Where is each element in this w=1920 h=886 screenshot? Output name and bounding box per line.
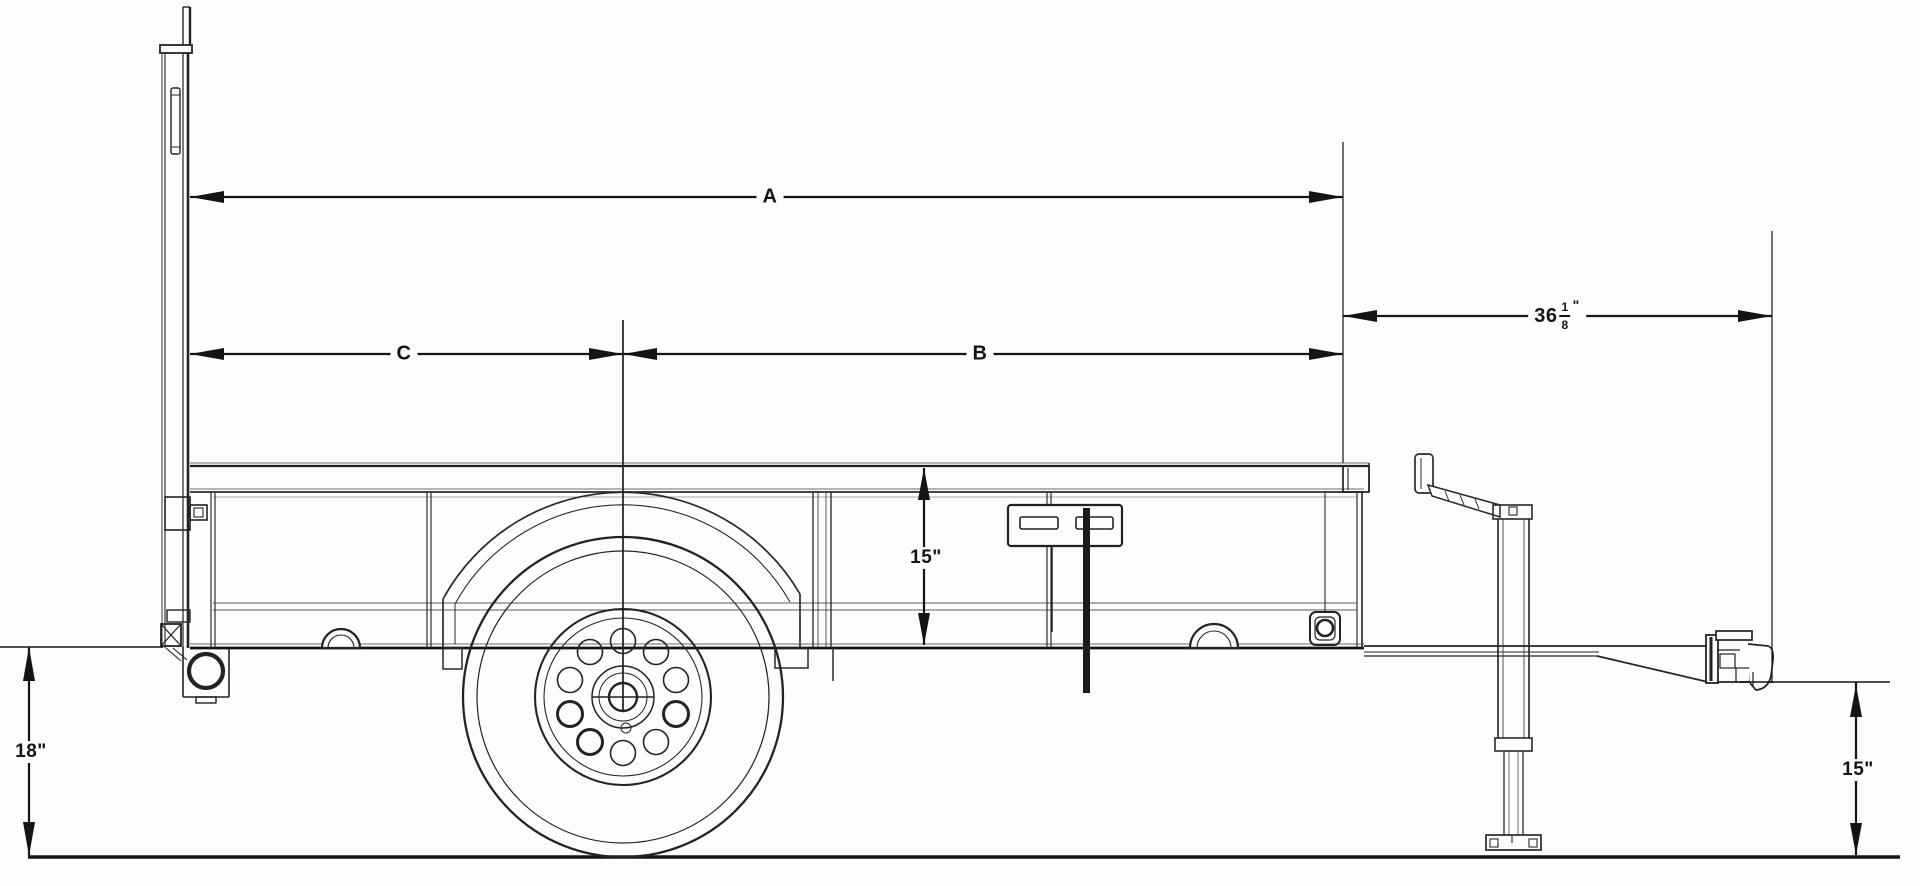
dim-label-tongue-length: 36 1 8 "	[1528, 297, 1586, 332]
dim-label-b: B	[966, 342, 994, 366]
fender	[442, 491, 834, 681]
dim-label-rear-height: 18"	[9, 741, 53, 763]
rope-hook-cutouts	[320, 622, 1240, 650]
dimension-c-b	[190, 348, 1343, 360]
tongue-length-unit: "	[1572, 297, 1580, 313]
tongue-length-fraction: 1 8	[1559, 300, 1571, 332]
tongue-jack	[1414, 453, 1542, 851]
side-panel-stakes	[210, 492, 1363, 648]
rim-holes	[556, 627, 690, 767]
license-plate-bracket	[1006, 503, 1124, 693]
dim-label-side-height: 15"	[904, 547, 948, 569]
bed-deck-rails	[190, 462, 1370, 650]
dim-label-a: A	[756, 185, 784, 209]
rear-gate-post	[159, 6, 208, 662]
dimension-tongue-length	[1343, 231, 1773, 683]
dim-label-coupler-height: 15"	[1836, 759, 1880, 781]
tail-light	[1309, 611, 1341, 646]
dim-label-c: C	[390, 342, 418, 366]
gate-roller	[182, 647, 230, 704]
tongue-length-whole: 36	[1534, 304, 1558, 327]
